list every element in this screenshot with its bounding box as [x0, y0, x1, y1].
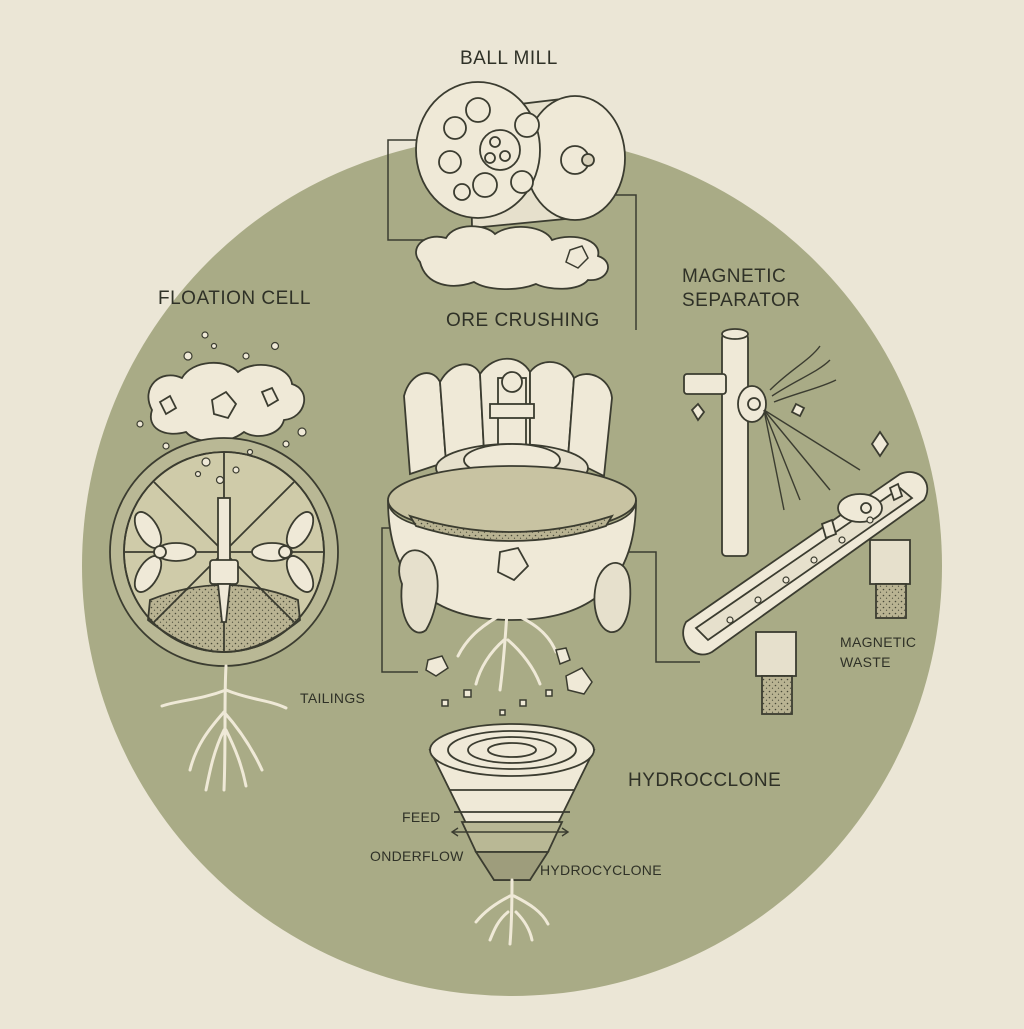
flotation-roots	[160, 664, 288, 792]
crusher-roots	[456, 594, 558, 692]
hydrocyclone-roots	[474, 878, 550, 946]
cloud-crystal	[565, 245, 589, 269]
flotation-cell	[109, 361, 339, 667]
falling-rocks	[425, 647, 593, 716]
label-flotation-cell: FLOATION CELL	[158, 288, 311, 309]
label-tailings: TAILINGS	[300, 690, 366, 706]
label-magnetic-waste-line2: WASTE	[840, 654, 891, 670]
magnetic-separator	[683, 328, 890, 557]
dust-cloud	[415, 225, 609, 290]
label-onderflow: ONDERFLOW	[370, 848, 464, 864]
hydrocyclone-arrows	[450, 827, 570, 837]
label-magnetic-separator-line1: MAGNETIC	[682, 266, 787, 287]
conveyor-belt	[682, 471, 929, 715]
ball-mill	[415, 81, 626, 229]
label-magnetic-waste-line1: MAGNETIC	[840, 634, 917, 650]
ore-crusher	[387, 357, 637, 634]
label-hydrocclone: HYDROCCLONE	[628, 770, 782, 791]
label-magnetic-separator-line2: SEPARATOR	[682, 290, 801, 311]
label-feed: FEED	[402, 809, 441, 825]
label-hydrocyclone: HYDROCYCLONE	[540, 862, 662, 878]
label-ball-mill: BALL MILL	[460, 48, 558, 69]
hydrocyclone	[428, 723, 596, 881]
flotation-bubbles	[136, 331, 307, 485]
conveyor-rivets	[726, 516, 874, 624]
label-ore-crushing: ORE CRUSHING	[446, 310, 600, 331]
